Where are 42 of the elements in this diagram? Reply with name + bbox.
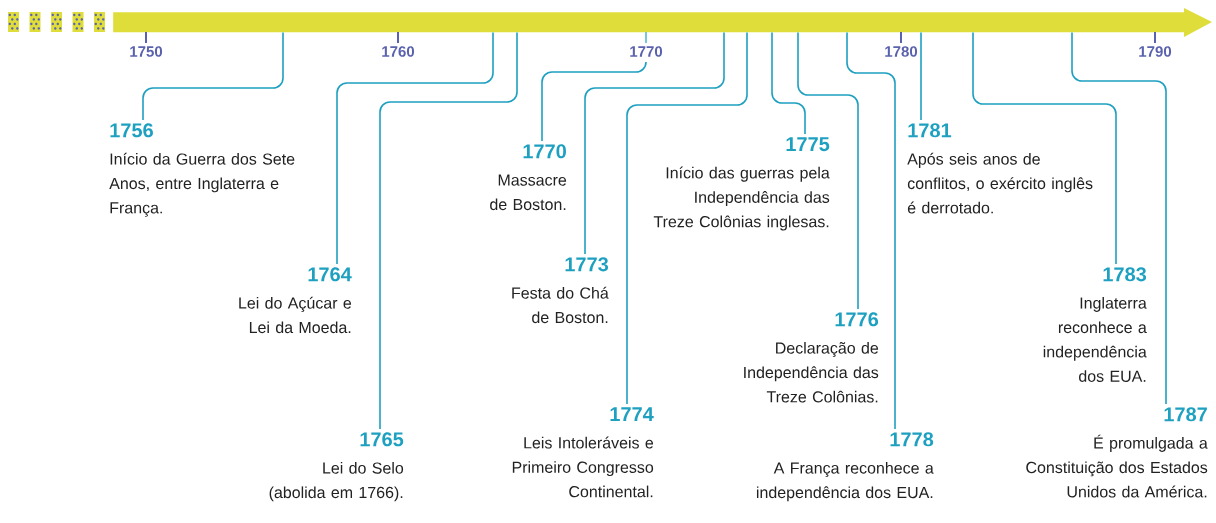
event-description: Massacre de Boston. xyxy=(490,174,567,211)
event-year: 1770 xyxy=(523,144,566,159)
leader-line xyxy=(771,31,806,135)
event-description: Lei do Selo (abolida em 1766). xyxy=(269,462,404,502)
event-description: Início da Guerra dos Sete Anos, entre Inglaterra e França. xyxy=(109,152,295,217)
leader-line xyxy=(541,61,647,142)
event-year: 1756 xyxy=(110,123,153,138)
event-year: 1775 xyxy=(786,137,830,152)
leader-line xyxy=(379,31,518,430)
leader-line xyxy=(626,31,748,405)
leader-line xyxy=(336,31,494,265)
tick-label: 1760 xyxy=(382,46,415,57)
event-year: 1764 xyxy=(308,267,352,282)
leader-line xyxy=(584,31,725,255)
event-year: 1787 xyxy=(1164,407,1207,422)
event-description: Inglaterra reconhece a independência dos EUA. xyxy=(1043,297,1147,382)
event-year: 1773 xyxy=(565,257,609,272)
event-description: Leis Intoleráveis e Primeiro Congresso Continental. xyxy=(512,436,654,498)
tick-label: 1790 xyxy=(1139,46,1172,57)
tick-label: 1770 xyxy=(630,46,663,57)
event-year: 1783 xyxy=(1103,267,1147,282)
timeline-arrow xyxy=(113,8,1212,37)
leader-line xyxy=(846,31,896,430)
tick-label: 1750 xyxy=(130,46,163,57)
event-year: 1778 xyxy=(890,432,934,447)
event-year: 1776 xyxy=(835,312,879,327)
event-description: A França reconhece a independência dos EUA. xyxy=(756,462,934,502)
event-year: 1765 xyxy=(360,432,404,447)
leader-line xyxy=(972,31,1117,265)
event-description: Lei do Açúcar e Lei da Moeda. xyxy=(239,296,352,334)
event-description: Festa do Chá de Boston. xyxy=(512,286,609,324)
event-description: Início das guerras pela Independência das Treze Colônias inglesas. xyxy=(653,166,830,231)
event-description: É promulgada a Constituição dos Estados Unidos da América. xyxy=(1026,434,1208,498)
event-year: 1781 xyxy=(908,123,952,138)
leader-line xyxy=(797,31,859,310)
leader-line xyxy=(920,31,922,121)
event-description: Após seis anos de conflitos, o exército inglês é derrotado. xyxy=(907,152,1093,214)
event-year: 1774 xyxy=(610,407,654,421)
event-description: Declaração de Independência das Treze Colônias. xyxy=(744,342,879,403)
tick-label: 1780 xyxy=(885,46,918,57)
leader-line xyxy=(1071,31,1167,405)
leader-line xyxy=(142,31,284,121)
